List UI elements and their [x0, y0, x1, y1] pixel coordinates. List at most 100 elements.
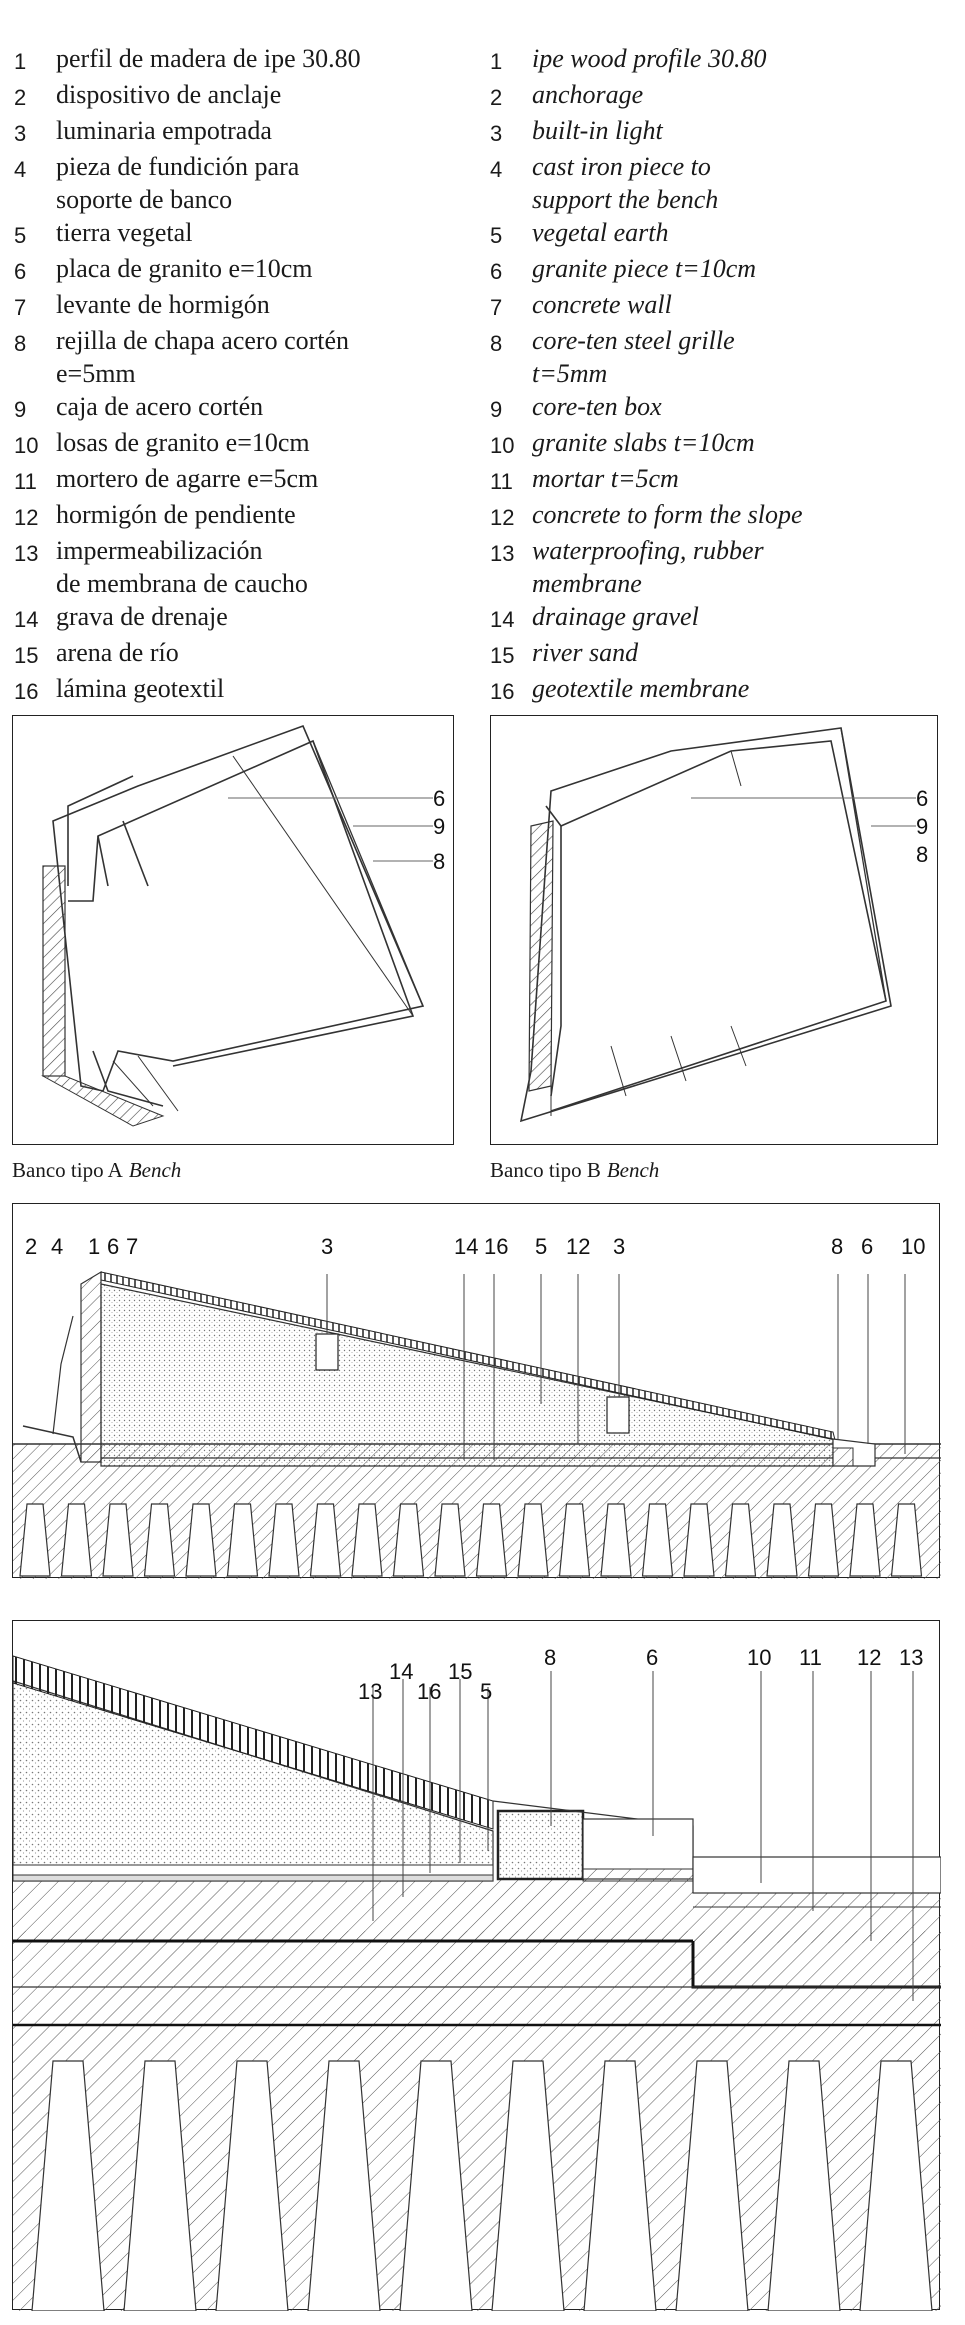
detail-label-13b: 13 — [899, 1645, 923, 1670]
detail-void-formers — [31, 2060, 933, 2311]
void-former — [517, 1503, 549, 1577]
legend-en-text: granite piece t=10cm — [532, 252, 960, 288]
void-former — [807, 1503, 840, 1577]
legend-en-line: membrane — [532, 569, 642, 598]
void-former — [767, 2060, 841, 2311]
legend-es-number: 12 — [14, 505, 39, 530]
legend-en-text: built-in light — [532, 114, 960, 150]
legend-es-number: 14 — [14, 607, 39, 632]
legend-en-text: concrete wall — [532, 288, 960, 324]
legend-en-number: 4 — [490, 157, 503, 182]
legend-es-item: 14 grava de drenaje — [14, 600, 484, 636]
void-former — [600, 1503, 632, 1577]
legend-es-item: 3 luminaria empotrada — [14, 114, 484, 150]
legend-es-item: 15 arena de río — [14, 636, 484, 672]
detail-label-12: 12 — [857, 1645, 881, 1670]
detail-label-6: 6 — [646, 1645, 658, 1670]
section-label-7: 7 — [126, 1234, 138, 1259]
section-void-formers — [19, 1503, 923, 1577]
section-panel: 2 4 1 6 7 3 14 16 5 12 3 8 6 10 — [12, 1203, 941, 1579]
void-former — [859, 2060, 933, 2311]
void-former — [399, 2060, 473, 2311]
void-former — [60, 1503, 93, 1577]
legend-es-text: luminaria empotrada — [56, 114, 484, 150]
section-label-14: 14 — [454, 1234, 478, 1259]
legend-en-number: 7 — [490, 295, 503, 320]
legend-es-number: 5 — [14, 223, 27, 248]
legend-en-line: built-in light — [532, 116, 663, 145]
void-former — [766, 1503, 798, 1577]
void-former — [392, 1503, 425, 1577]
legend-es-number: 1 — [14, 49, 27, 74]
legend-en-text: drainage gravel — [532, 600, 960, 636]
legend-en-line: drainage gravel — [532, 602, 699, 631]
legend-es-line: soporte de banco — [56, 185, 233, 214]
plan-a-label-6: 6 — [433, 786, 445, 811]
legend-en-line: support the bench — [532, 185, 719, 214]
section-label-10: 10 — [901, 1234, 925, 1259]
void-former — [268, 1503, 300, 1577]
legend-en-line: concrete wall — [532, 290, 672, 319]
legend-en-text: river sand — [532, 636, 960, 672]
legend-en-line: core-ten steel grille — [532, 326, 735, 355]
detail-label-15: 15 — [448, 1659, 472, 1684]
section-label-2: 2 — [25, 1234, 37, 1259]
legend-es-line: hormigón de pendiente — [56, 500, 296, 529]
legend-en-line: ipe wood profile 30.80 — [532, 44, 767, 73]
legend-en-number: 11 — [490, 469, 513, 494]
legend-en-text: ipe wood profile 30.80 — [532, 42, 960, 78]
legend-es-text: hormigón de pendiente — [56, 498, 484, 534]
legend-en-text: granite slabs t=10cm — [532, 426, 960, 462]
legend-es-line: impermeabilización — [56, 536, 263, 565]
legend-es-line: caja de acero cortén — [56, 392, 264, 421]
legend-en-number: 14 — [490, 607, 515, 632]
legend-en-line: anchorage — [532, 80, 644, 109]
legend-en-line: core-ten box — [532, 392, 662, 421]
legend-es-number: 15 — [14, 643, 39, 668]
legend-es-line: pieza de fundición para — [56, 152, 300, 181]
legend-es-number: 11 — [14, 469, 37, 494]
legend-en-number: 9 — [490, 397, 503, 422]
legend-es-text: dispositivo de anclaje — [56, 78, 484, 114]
legend-es-line: grava de drenaje — [56, 602, 228, 631]
legend-es-text: grava de drenaje — [56, 600, 484, 636]
void-former — [491, 2060, 565, 2311]
legend-es-line: levante de hormigón — [56, 290, 270, 319]
legend-es-text: placa de granito e=10cm — [56, 252, 484, 288]
section-label-16: 16 — [484, 1234, 508, 1259]
detail-label-8: 8 — [544, 1645, 556, 1670]
legend-en-item: 7 concrete wall — [490, 288, 960, 324]
void-former — [583, 2060, 657, 2311]
legend-en-item: 14 drainage gravel — [490, 600, 960, 636]
legend-en-number: 10 — [490, 433, 515, 458]
legend-es-line: arena de río — [56, 638, 179, 667]
legend-es-line: rejilla de chapa acero cortén — [56, 326, 350, 355]
legend-en-line: granite piece t=10cm — [532, 254, 757, 283]
plan-a-panel: 6 9 8 — [12, 715, 454, 1145]
detail-label-16: 16 — [417, 1679, 441, 1704]
void-former — [475, 1503, 508, 1577]
legend-es-number: 3 — [14, 121, 27, 146]
section-label-3b: 3 — [613, 1234, 625, 1259]
void-former — [185, 1503, 217, 1577]
legend-en-number: 3 — [490, 121, 503, 146]
legend-es-number: 2 — [14, 85, 27, 110]
legend-es-text: tierra vegetal — [56, 216, 484, 252]
void-former — [849, 1503, 881, 1577]
detail-label-5: 5 — [480, 1679, 492, 1704]
plan-b-label-8: 8 — [916, 842, 928, 867]
section-label-4: 4 — [51, 1234, 63, 1259]
void-former — [31, 2060, 105, 2311]
